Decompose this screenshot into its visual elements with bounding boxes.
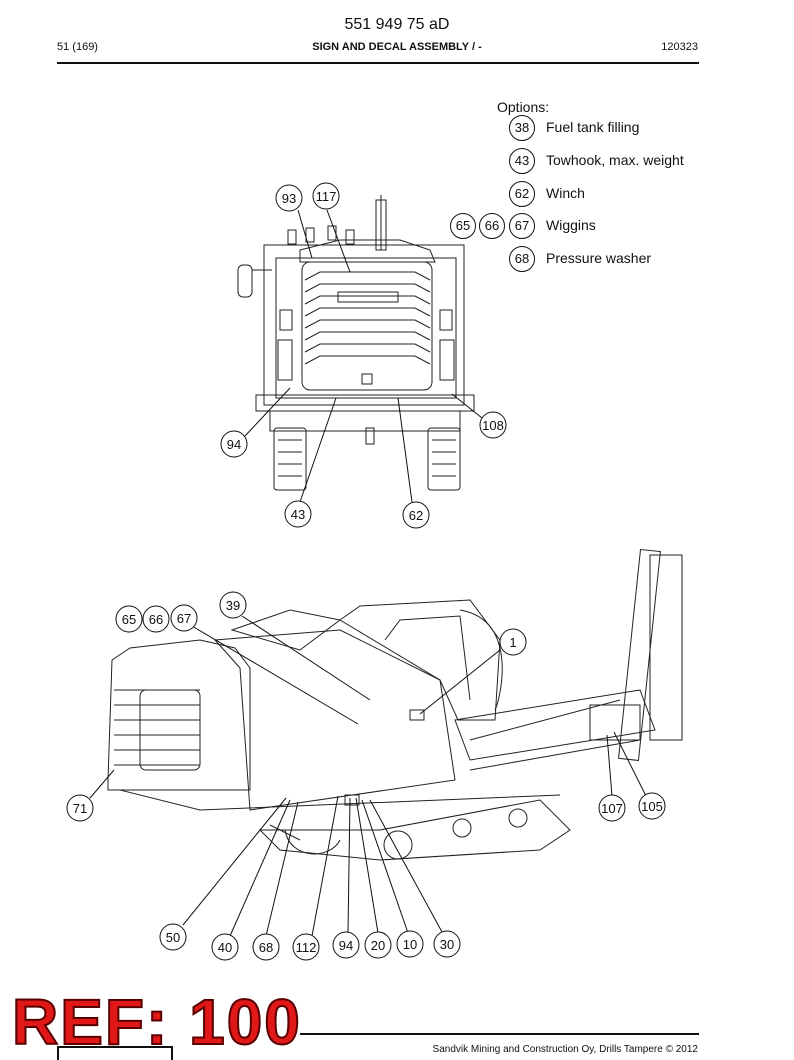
- callout-label: 117: [316, 189, 337, 204]
- callout-label: 71: [73, 801, 87, 816]
- option-row-wiggins: 65 66 67 Wiggins: [448, 213, 758, 239]
- date-code: 120323: [661, 41, 698, 53]
- callout: 1: [499, 628, 527, 656]
- callout-label: 94: [227, 437, 241, 452]
- option-label: Winch: [546, 185, 585, 201]
- callout-label: 93: [282, 191, 296, 206]
- callout-label: 50: [166, 930, 180, 945]
- callout-label: 43: [291, 507, 305, 522]
- callout: 108: [479, 411, 507, 439]
- side-view-drawing: [107, 548, 683, 861]
- option-label: Fuel tank filling: [546, 119, 640, 135]
- callout-label: 65: [122, 612, 136, 627]
- callout-label: 10: [403, 937, 417, 952]
- option-row-towhook: 43 Towhook, max. weight: [497, 148, 757, 174]
- callout-group: 93 117 94 108 43 62 39 65 66 67 1 71 107…: [66, 182, 666, 961]
- callout-label: 62: [409, 508, 423, 523]
- callout: 93: [275, 184, 303, 212]
- callout: 20: [364, 931, 392, 959]
- option-number: 38: [509, 115, 535, 141]
- callout-label: 108: [482, 418, 504, 433]
- option-number: 62: [509, 181, 535, 207]
- callout: 94: [220, 430, 248, 458]
- page-number: 51 (169): [57, 41, 98, 53]
- callout: 107: [598, 794, 626, 822]
- option-row-pressure-washer: 68 Pressure washer: [497, 246, 757, 272]
- header-rule: [57, 62, 699, 64]
- footer-rule: [300, 1033, 699, 1035]
- callout: 112: [292, 933, 320, 961]
- callout: 105: [638, 792, 666, 820]
- callout: 62: [402, 501, 430, 529]
- option-label: Wiggins: [546, 217, 596, 233]
- callout: 40: [211, 933, 239, 961]
- callout: 117: [312, 182, 340, 210]
- callout: 10: [396, 930, 424, 958]
- callout: 67: [170, 604, 198, 632]
- callout-label: 39: [226, 598, 240, 613]
- option-number: 65: [450, 213, 476, 239]
- brand-logo-icon: [57, 1046, 173, 1060]
- callout-label: 20: [371, 938, 385, 953]
- option-label: Towhook, max. weight: [546, 152, 684, 168]
- footer-copyright: Sandvik Mining and Construction Oy, Dril…: [432, 1044, 698, 1055]
- callout: 50: [159, 923, 187, 951]
- callout: 94: [332, 931, 360, 959]
- callout: 30: [433, 930, 461, 958]
- callout-label: 112: [296, 940, 317, 955]
- option-label: Pressure washer: [546, 250, 652, 266]
- leader-lines: [89, 209, 647, 937]
- callout-label: 40: [218, 940, 232, 955]
- callout-label: 66: [149, 612, 163, 627]
- callout-label: 1: [509, 635, 516, 650]
- callout-label: 68: [259, 940, 273, 955]
- section-title: SIGN AND DECAL ASSEMBLY / -: [312, 41, 482, 53]
- callout-label: 67: [177, 611, 191, 626]
- callout: 66: [142, 605, 170, 633]
- callout: 39: [219, 591, 247, 619]
- options-title: Options:: [497, 99, 550, 115]
- callout: 43: [284, 500, 312, 528]
- option-number: 66: [479, 213, 505, 239]
- option-row-winch: 62 Winch: [497, 181, 757, 207]
- option-number: 43: [509, 148, 535, 174]
- option-number: 67: [509, 213, 535, 239]
- callout: 71: [66, 794, 94, 822]
- callout-label: 105: [641, 799, 663, 814]
- callout-label: 94: [339, 938, 353, 953]
- option-number: 68: [509, 246, 535, 272]
- callout-label: 30: [440, 937, 454, 952]
- callout: 65: [115, 605, 143, 633]
- document-number: 551 949 75 aD: [344, 16, 450, 33]
- callout-label: 107: [601, 801, 623, 816]
- option-row-fuel-tank: 38 Fuel tank filling: [497, 115, 757, 141]
- callout: 68: [252, 933, 280, 961]
- front-view-drawing: [237, 195, 475, 491]
